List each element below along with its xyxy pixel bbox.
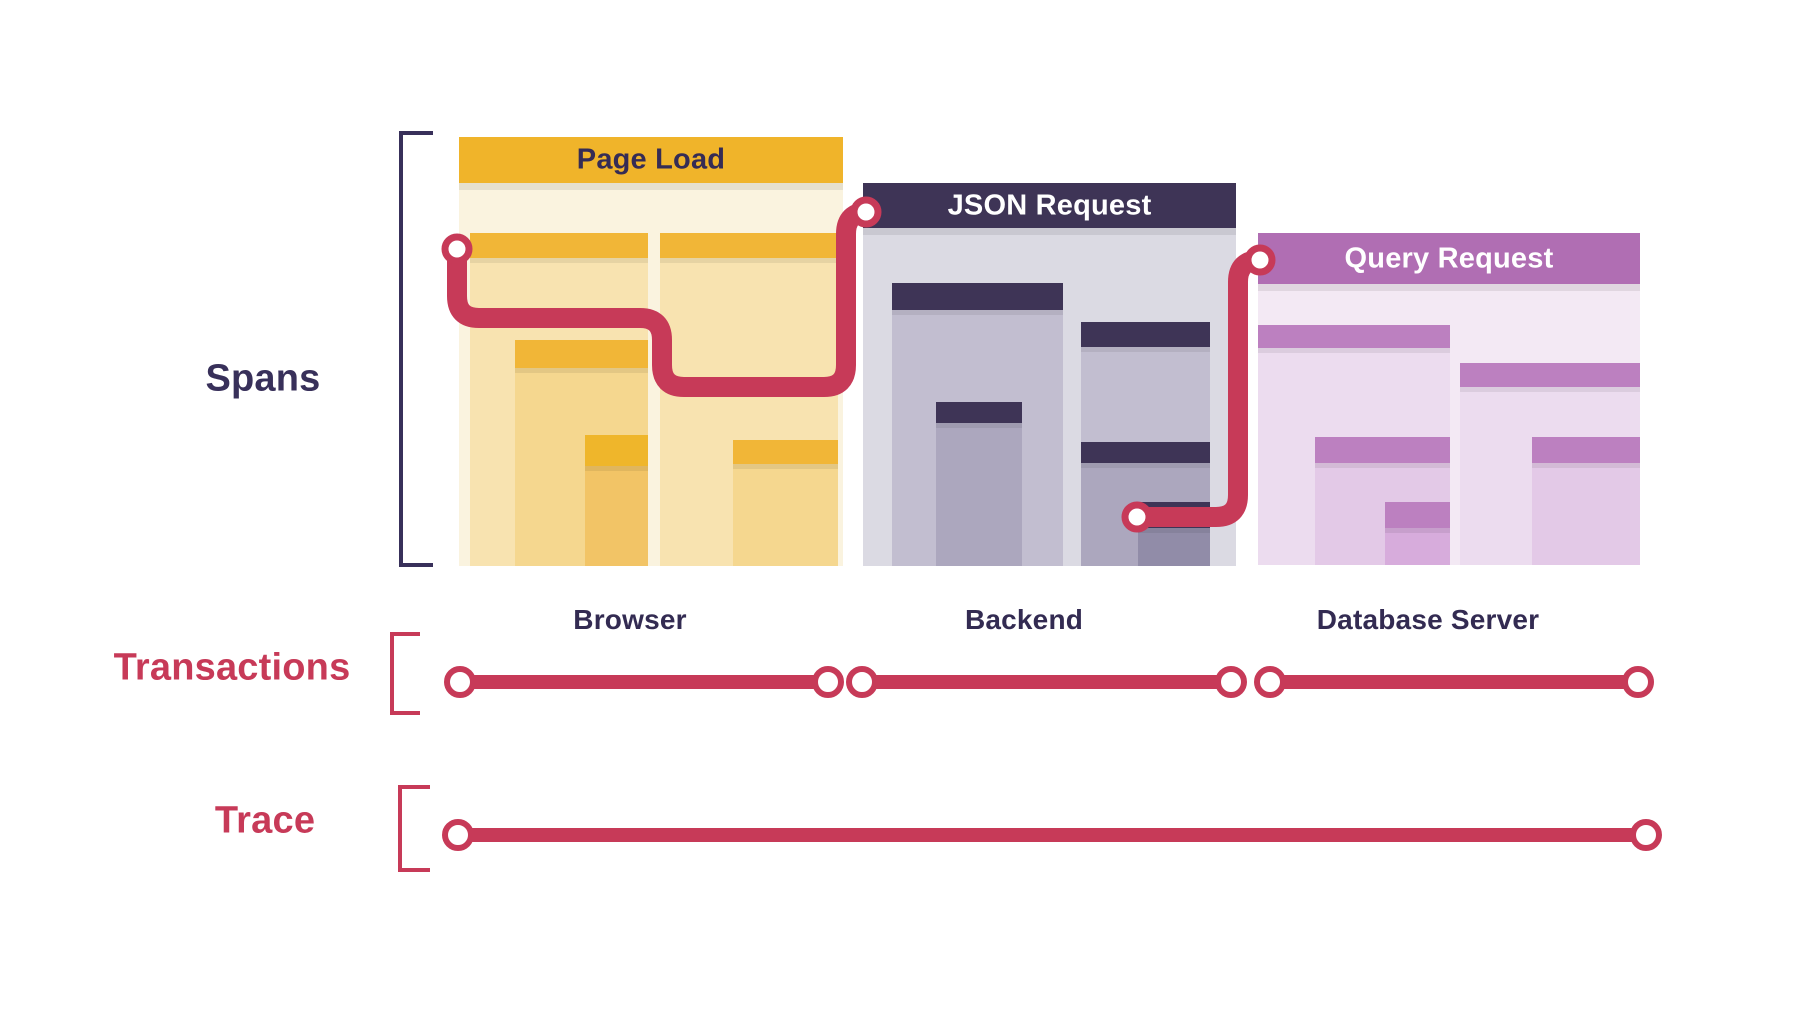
span-bar-browser-3 <box>733 440 838 464</box>
span-bar-shadow-database-3 <box>1532 463 1640 468</box>
transaction-endpoint-0-1 <box>812 666 844 698</box>
span-bar-shadow-browser-4 <box>585 466 648 471</box>
span-bar-backend-0 <box>892 283 1063 310</box>
page-load-title: Page Load <box>576 143 726 176</box>
journey-node-3 <box>1244 244 1276 276</box>
span-bar-shadow-database-2 <box>1315 463 1450 468</box>
span-bar-shadow-backend-3 <box>1081 463 1210 468</box>
span-group-header-backend <box>863 183 1236 228</box>
span-bar-shadow-database-0 <box>1258 348 1450 353</box>
span-bar-database-4 <box>1385 502 1450 528</box>
transaction-endpoint-1-1 <box>1215 666 1247 698</box>
header-shadow-backend <box>863 228 1236 235</box>
span-bar-shadow-browser-3 <box>733 464 838 469</box>
browser-label: Browser <box>573 604 687 635</box>
journey-path-0 <box>447 202 880 397</box>
trace-endpoint-0 <box>442 819 474 851</box>
span-bar-database-0 <box>1258 325 1450 348</box>
span-bar-browser-4 <box>585 435 648 466</box>
journey-node-0 <box>441 233 473 265</box>
span-body-backend-4 <box>1138 528 1210 566</box>
span-bar-shadow-backend-4 <box>1138 528 1210 533</box>
spans-label: Spans <box>205 357 321 400</box>
span-bar-browser-0 <box>470 233 648 258</box>
span-group-header-browser <box>459 137 843 183</box>
span-bar-shadow-database-4 <box>1385 528 1450 533</box>
spans-bracket <box>399 131 433 567</box>
span-bar-shadow-browser-0 <box>470 258 648 263</box>
span-body-backend-2 <box>936 423 1022 566</box>
span-group-header-database <box>1258 233 1640 284</box>
transaction-endpoint-0-0 <box>444 666 476 698</box>
span-body-browser-3 <box>733 464 838 566</box>
journey-node-1 <box>850 196 882 228</box>
span-bar-database-2 <box>1315 437 1450 463</box>
span-bar-shadow-backend-0 <box>892 310 1063 315</box>
trace-endpoint-1 <box>1630 819 1662 851</box>
trace-label: Trace <box>214 799 316 842</box>
span-bar-backend-2 <box>936 402 1022 423</box>
json-request-title: JSON Request <box>947 189 1152 221</box>
journey-node-2 <box>1121 501 1153 533</box>
database-server-label: Database Server <box>1316 604 1540 635</box>
span-bar-database-1 <box>1460 363 1640 387</box>
header-shadow-database <box>1258 284 1640 291</box>
span-bar-shadow-backend-2 <box>936 423 1022 428</box>
transaction-endpoint-2-1 <box>1622 666 1654 698</box>
transactions-bracket <box>390 632 420 715</box>
span-bar-database-3 <box>1532 437 1640 463</box>
span-bar-shadow-backend-1 <box>1081 347 1210 352</box>
header-shadow-browser <box>459 183 843 190</box>
span-bar-backend-1 <box>1081 322 1210 347</box>
span-bar-shadow-database-1 <box>1460 387 1640 392</box>
span-bar-browser-2 <box>515 340 648 368</box>
span-body-database-3 <box>1532 463 1640 565</box>
query-request-title: Query Request <box>1344 242 1554 274</box>
transaction-endpoint-1-0 <box>846 666 878 698</box>
transactions-label: Transactions <box>113 646 351 689</box>
span-bar-shadow-browser-2 <box>515 368 648 373</box>
span-bar-backend-3 <box>1081 442 1210 463</box>
span-bar-shadow-browser-1 <box>660 258 838 263</box>
span-body-browser-4 <box>585 466 648 566</box>
span-bar-browser-1 <box>660 233 838 258</box>
span-body-database-4 <box>1385 528 1450 565</box>
backend-label: Backend <box>964 604 1084 635</box>
transaction-endpoint-2-0 <box>1254 666 1286 698</box>
trace-bracket <box>398 785 430 872</box>
